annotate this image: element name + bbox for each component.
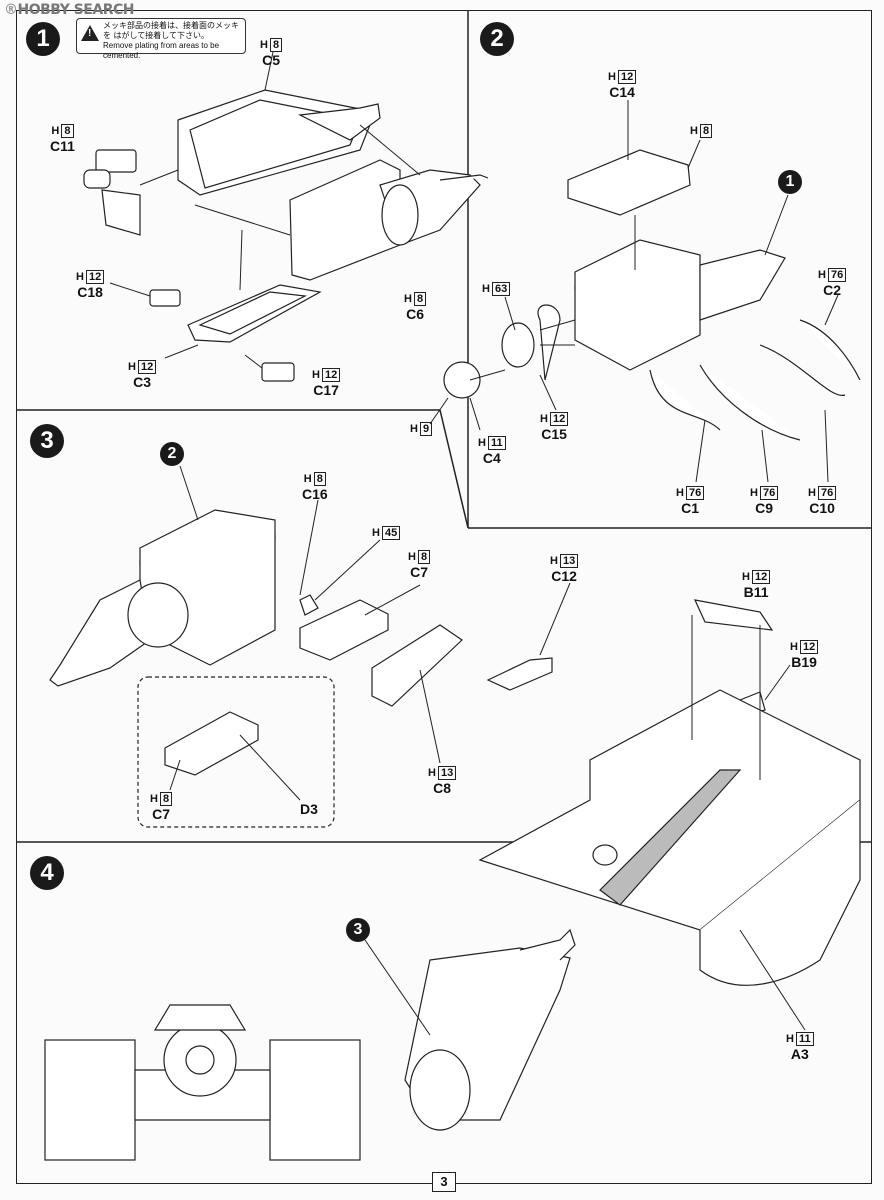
step2-ref-badge: 1 (778, 170, 802, 194)
step-3-badge: 3 (30, 424, 64, 458)
caution-note: ! メッキ部品の接着は、接着面のメッキを はがして接着して下さい。 Remove… (76, 18, 246, 60)
part-id: C1 (681, 500, 700, 516)
part-id: C14 (609, 84, 635, 100)
part-label-d3: D3 (300, 802, 318, 817)
part-id: C7 (410, 564, 428, 580)
part-id: C17 (313, 382, 339, 398)
part-id: C18 (77, 284, 103, 300)
step-1-badge: 1 (26, 22, 60, 56)
step-4-badge: 4 (30, 856, 64, 890)
caution-english: Remove plating from areas to be cemented… (103, 41, 220, 60)
step4-drawing (44, 928, 576, 1161)
step4-ref-badge: 3 (346, 918, 370, 942)
part-id: C8 (433, 780, 452, 796)
warning-triangle-icon: ! (81, 25, 99, 41)
part-id: C6 (406, 306, 424, 322)
part-id: C16 (302, 486, 328, 502)
part-id: C15 (541, 426, 567, 442)
part-id: A3 (790, 1046, 809, 1062)
part-id: C4 (482, 450, 501, 466)
part-id: C12 (551, 568, 577, 584)
step3-drawing (49, 509, 553, 828)
caution-japanese: メッキ部品の接着は、接着面のメッキを はがして接着して下さい。 (103, 21, 239, 40)
part-id: C3 (133, 374, 152, 390)
part-id: D3 (300, 801, 318, 817)
part-id: B11 (743, 584, 769, 600)
step-2-badge: 2 (480, 22, 514, 56)
step3-ref-badge: 2 (160, 442, 184, 466)
part-id: C2 (823, 282, 842, 298)
watermark: ®HOBBY SEARCH (4, 2, 134, 18)
page-number: 3 (432, 1172, 456, 1192)
part-id: B19 (791, 654, 817, 670)
part-id: C5 (262, 52, 280, 68)
step2-drawing (443, 149, 861, 441)
step1-drawing (83, 89, 489, 382)
part-id: C9 (755, 500, 774, 516)
part-id: C10 (809, 500, 835, 516)
chassis-drawing (478, 599, 861, 986)
part-id: C7 (152, 806, 170, 822)
part-id: C11 (50, 138, 75, 154)
